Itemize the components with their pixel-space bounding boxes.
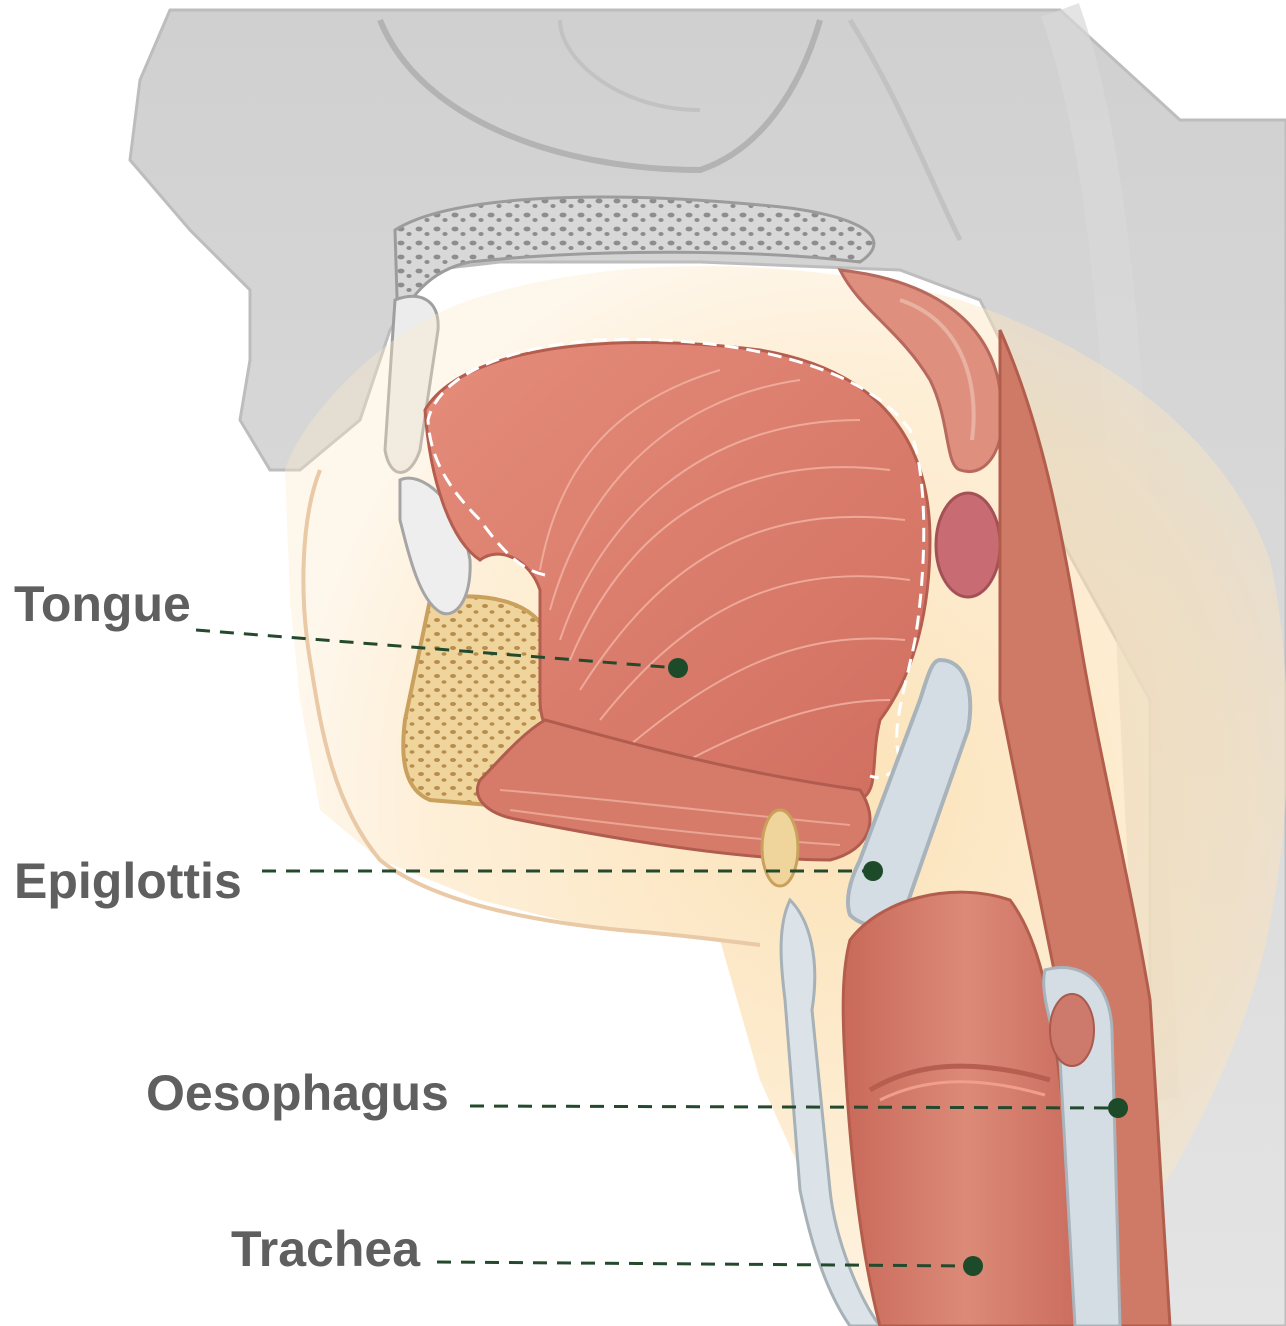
hyoid-bone [762,810,798,886]
marker-oesophagus [1108,1098,1128,1118]
marker-trachea [963,1256,983,1276]
label-tongue: Tongue [14,579,191,629]
label-oesophagus: Oesophagus [146,1068,449,1118]
label-trachea: Trachea [231,1224,420,1274]
marker-tongue [668,658,688,678]
marker-epiglottis [863,861,883,881]
tonsil [936,493,1000,597]
label-epiglottis: Epiglottis [14,856,242,906]
